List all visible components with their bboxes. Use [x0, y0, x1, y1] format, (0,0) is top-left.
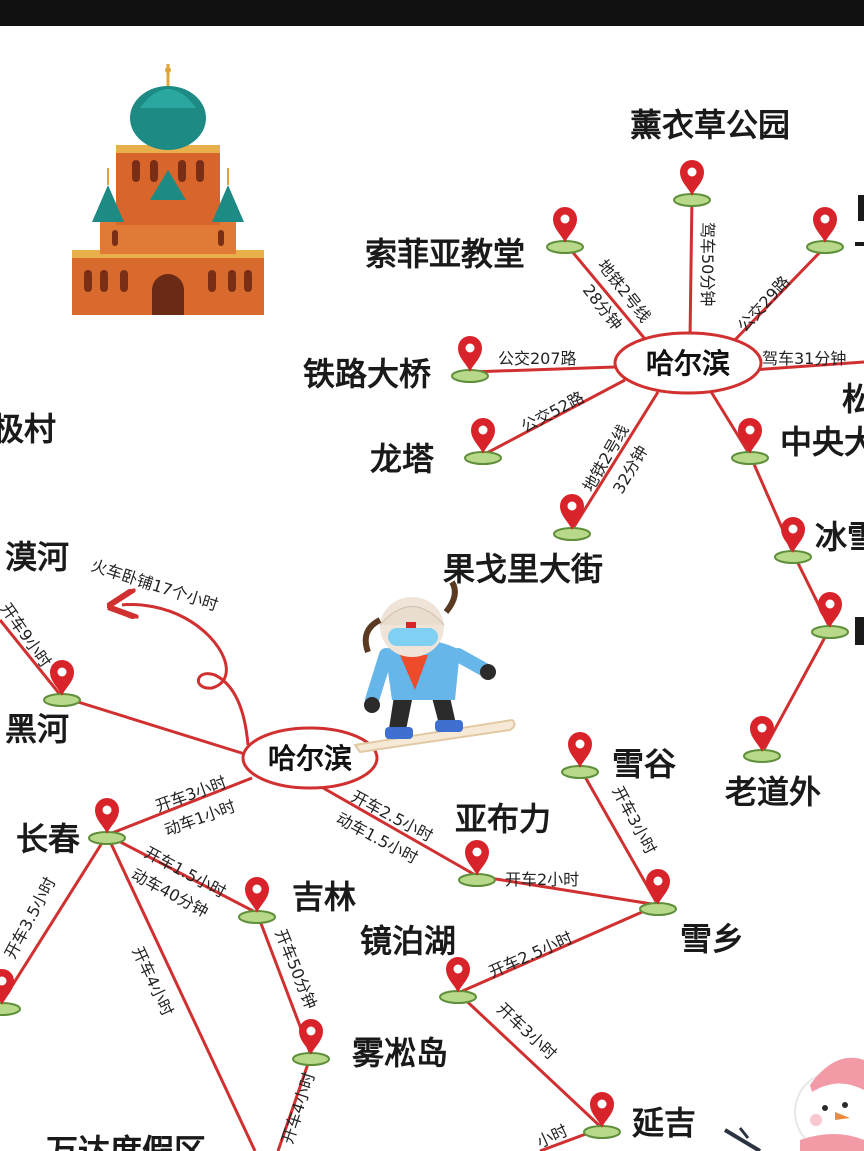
map-pin-icon[interactable]	[451, 335, 489, 383]
route-label-mohe-heihe: 开车9小时	[0, 599, 55, 671]
place-changchun: 长春	[16, 820, 80, 858]
map-pin-icon[interactable]	[546, 206, 584, 254]
route-line-xuegu-xuexiang	[578, 767, 660, 906]
place-jingpo-lake: 镜泊湖	[360, 922, 456, 960]
place-central-street: 中央大	[780, 423, 864, 461]
route-line-sofia	[563, 242, 652, 346]
route-label-jingpo-xuexiang: 开车2.5小时	[486, 928, 575, 982]
route-label-bus207: 公交207路	[498, 349, 577, 368]
place-sofia-church: 索菲亚教堂	[365, 235, 525, 273]
cut-off-text-fragment	[855, 242, 864, 246]
place-xuexiang: 雪乡	[680, 920, 744, 958]
map-pin-icon[interactable]	[806, 206, 844, 254]
map-pin-icon[interactable]	[561, 731, 599, 779]
map-pin-icon[interactable]	[458, 839, 496, 887]
place-ice-snow: 冰雪	[815, 518, 864, 556]
regional-hub-label: 哈尔滨	[268, 742, 352, 775]
route-label-xuegu-xuexiang: 开车3小时	[608, 783, 660, 857]
map-pin-icon[interactable]	[639, 868, 677, 916]
map-pin-icon[interactable]	[743, 715, 781, 763]
route-label-changchun-resort: 开车4小时	[128, 944, 177, 1019]
route-line-bus52	[482, 378, 626, 457]
snowman-icon	[723, 1057, 864, 1151]
route-label-jingpo-yanji: 开车3小时	[493, 999, 560, 1063]
regional-routes	[0, 605, 660, 1151]
place-dragon-tower: 龙塔	[370, 440, 435, 478]
place-lavender-park: 薰衣草公园	[630, 106, 790, 144]
top-border	[0, 0, 864, 26]
route-line-jingpo-xuexiang	[457, 903, 659, 995]
route-line-drive31	[751, 360, 864, 372]
route-line-heihe-hub	[61, 695, 249, 757]
place-heihe: 黑河	[5, 710, 69, 748]
route-line-changchun-jilin	[106, 833, 258, 915]
place-song: 松	[842, 380, 864, 418]
route-label-yabuli-xuexiang: 开车2小时	[505, 870, 579, 889]
route-label-bus52: 公交52路	[518, 388, 587, 437]
place-village: 极村	[0, 410, 56, 448]
route-line-mohe-heihe	[0, 619, 64, 698]
route-label-changchun-south: 开车3.5小时	[1, 874, 60, 962]
place-guogeli-street: 果戈里大街	[443, 550, 603, 588]
map-pin-icon[interactable]	[464, 417, 502, 465]
place-wusong-island: 雾凇岛	[352, 1034, 448, 1072]
route-line-train-mohe	[122, 605, 250, 746]
regional-route-labels: 火车卧铺17个小时 开车9小时 开车3小时 动车1小时 开车2.5小时 动车1.…	[0, 556, 660, 1151]
place-mohe: 漠河	[5, 538, 69, 576]
cut-off-text-fragment	[858, 195, 864, 221]
route-line-yabuli-xuexiang	[476, 874, 659, 907]
snowboarder-icon	[353, 580, 516, 754]
map-pin-icon[interactable]	[553, 493, 591, 541]
route-line-bus207	[469, 365, 616, 374]
route-line-wusong-resort	[276, 1054, 313, 1151]
route-line-changchun-south	[0, 834, 109, 1006]
route-line-lavender	[688, 194, 694, 341]
city-hub-label: 哈尔滨	[646, 347, 730, 380]
place-railway-bridge: 铁路大桥	[303, 355, 431, 393]
place-xuegu: 雪谷	[612, 745, 676, 783]
route-label-drive31: 驾车31分钟	[762, 349, 846, 368]
place-old-daowai: 老道外	[725, 773, 821, 811]
regional-place-labels: 极村 漠河 黑河 长春 吉林 雾凇岛 亚布力 雪谷 雪乡 镜泊湖 延吉 万达度假…	[0, 410, 744, 1151]
cut-off-text-fragment	[855, 617, 864, 645]
place-yabuli: 亚布力	[455, 800, 551, 838]
place-jilin: 吉林	[292, 878, 356, 916]
route-label-wusong-resort: 开车4小时	[278, 1070, 319, 1146]
church-icon	[72, 64, 264, 315]
map-pin-icon[interactable]	[238, 876, 276, 924]
city-hub[interactable]: 哈尔滨	[613, 331, 763, 395]
route-label-bus29: 公交29路	[734, 272, 794, 336]
map-pin-icon[interactable]	[673, 159, 711, 207]
regional-hub[interactable]: 哈尔滨	[241, 726, 379, 790]
city-place-labels: 薰衣草公园 索菲亚教堂 铁路大桥 龙塔 果戈里大街 中央大 冰雪 老道外 松	[303, 106, 864, 811]
map-pin-icon[interactable]	[811, 591, 849, 639]
route-label-yanji-bottom: 小时	[534, 1121, 571, 1151]
city-routes	[469, 194, 864, 754]
place-resort: 万达度假区	[46, 1132, 206, 1151]
route-line-hub-yabuli	[317, 783, 478, 878]
route-line-hub-changchun	[106, 776, 253, 837]
route-line-changchun-resort	[105, 834, 257, 1151]
map-pin-icon[interactable]	[439, 956, 477, 1004]
route-line-jingpo-yanji	[456, 991, 604, 1130]
map-pin-icon[interactable]	[88, 797, 126, 845]
route-line-guogeli	[570, 391, 660, 531]
route-line-bus29	[728, 245, 827, 347]
place-yanji: 延吉	[631, 1104, 696, 1142]
route-label-lavender: 驾车50分钟	[698, 222, 717, 306]
map-pin-icon[interactable]	[731, 417, 769, 465]
